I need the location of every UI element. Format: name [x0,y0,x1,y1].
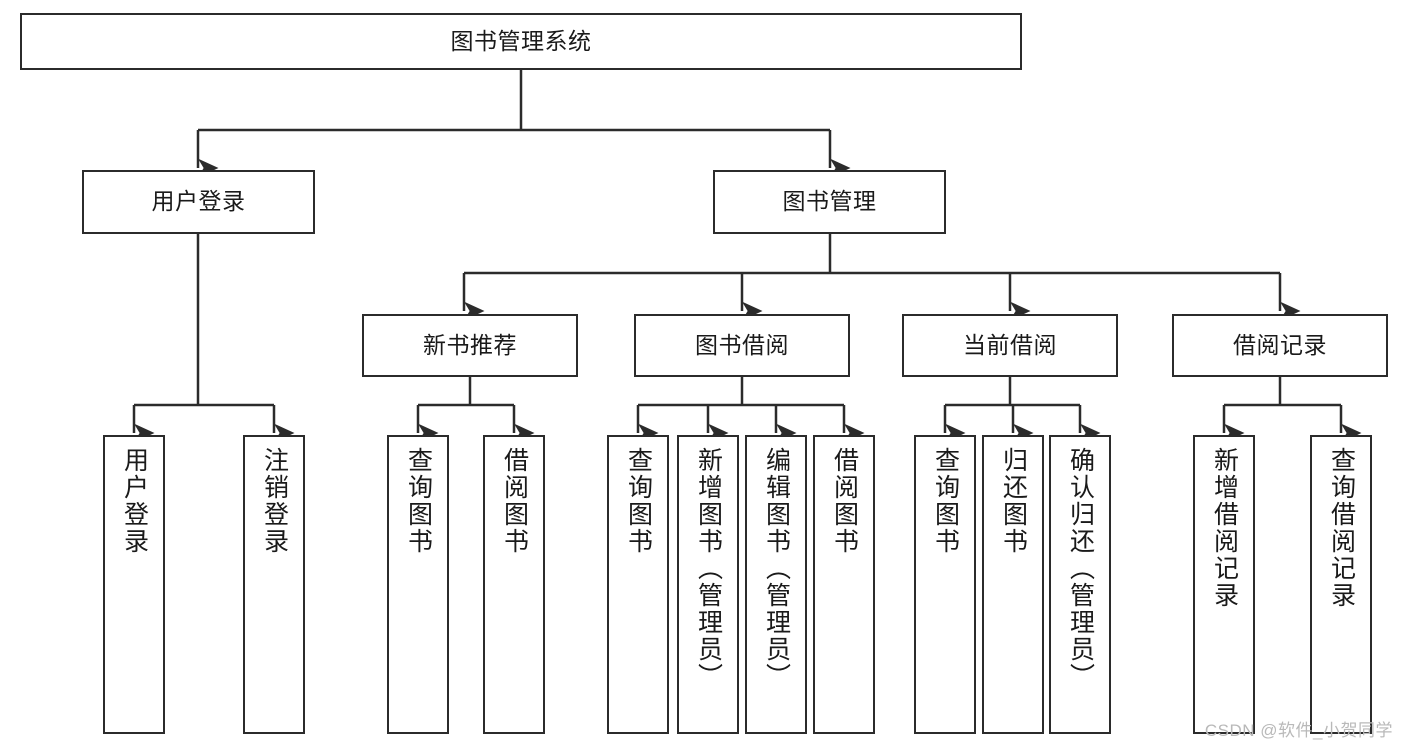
node-label: 查询图书 [931,447,960,555]
node-label: 图书借阅 [695,331,789,358]
node-label: 查询图书 [404,447,433,555]
node-leaf-query-book-recommend[interactable]: 查询图书 [387,435,449,734]
node-label: 归还图书 [999,447,1028,555]
node-label: 注销登录 [260,447,289,555]
node-user-login[interactable]: 用户登录 [82,170,315,234]
node-label: 图书管理 [782,188,877,215]
node-label: 当前借阅 [963,331,1057,358]
watermark: CSDN @软件_小贺同学 [1204,721,1393,740]
node-leaf-return-book[interactable]: 归还图书 [982,435,1044,734]
node-leaf-query-borrow-record[interactable]: 查询借阅记录 [1310,435,1372,734]
node-leaf-user-login[interactable]: 用户登录 [103,435,165,734]
node-leaf-query-book-current[interactable]: 查询图书 [914,435,976,734]
node-label: 新增借阅记录 [1210,447,1239,609]
node-label: 借阅记录 [1233,331,1327,358]
node-new-book-recommend[interactable]: 新书推荐 [362,314,578,377]
node-label: 确认归还（管理员） [1066,447,1095,690]
node-leaf-borrow-book[interactable]: 借阅图书 [813,435,875,734]
node-leaf-borrow-book-recommend[interactable]: 借阅图书 [483,435,545,734]
node-borrow-record[interactable]: 借阅记录 [1172,314,1388,377]
node-leaf-confirm-return-admin[interactable]: 确认归还（管理员） [1049,435,1111,734]
node-leaf-edit-book-admin[interactable]: 编辑图书（管理员） [745,435,807,734]
node-label: 查询借阅记录 [1327,447,1356,609]
node-label: 用户登录 [151,188,246,215]
node-book-management[interactable]: 图书管理 [713,170,946,234]
node-label: 借阅图书 [830,447,859,555]
node-label: 图书管理系统 [450,27,592,54]
node-leaf-query-book-borrow[interactable]: 查询图书 [607,435,669,734]
node-book-borrow[interactable]: 图书借阅 [634,314,850,377]
node-label: 编辑图书（管理员） [762,447,791,690]
node-label: 新书推荐 [423,331,517,358]
node-leaf-add-book-admin[interactable]: 新增图书（管理员） [677,435,739,734]
node-label: 新增图书（管理员） [694,447,723,690]
node-current-borrow[interactable]: 当前借阅 [902,314,1118,377]
node-label: 借阅图书 [500,447,529,555]
node-leaf-logout[interactable]: 注销登录 [243,435,305,734]
node-root-book-management-system[interactable]: 图书管理系统 [20,13,1022,70]
node-label: 用户登录 [120,447,149,555]
node-label: 查询图书 [624,447,653,555]
node-leaf-add-borrow-record[interactable]: 新增借阅记录 [1193,435,1255,734]
